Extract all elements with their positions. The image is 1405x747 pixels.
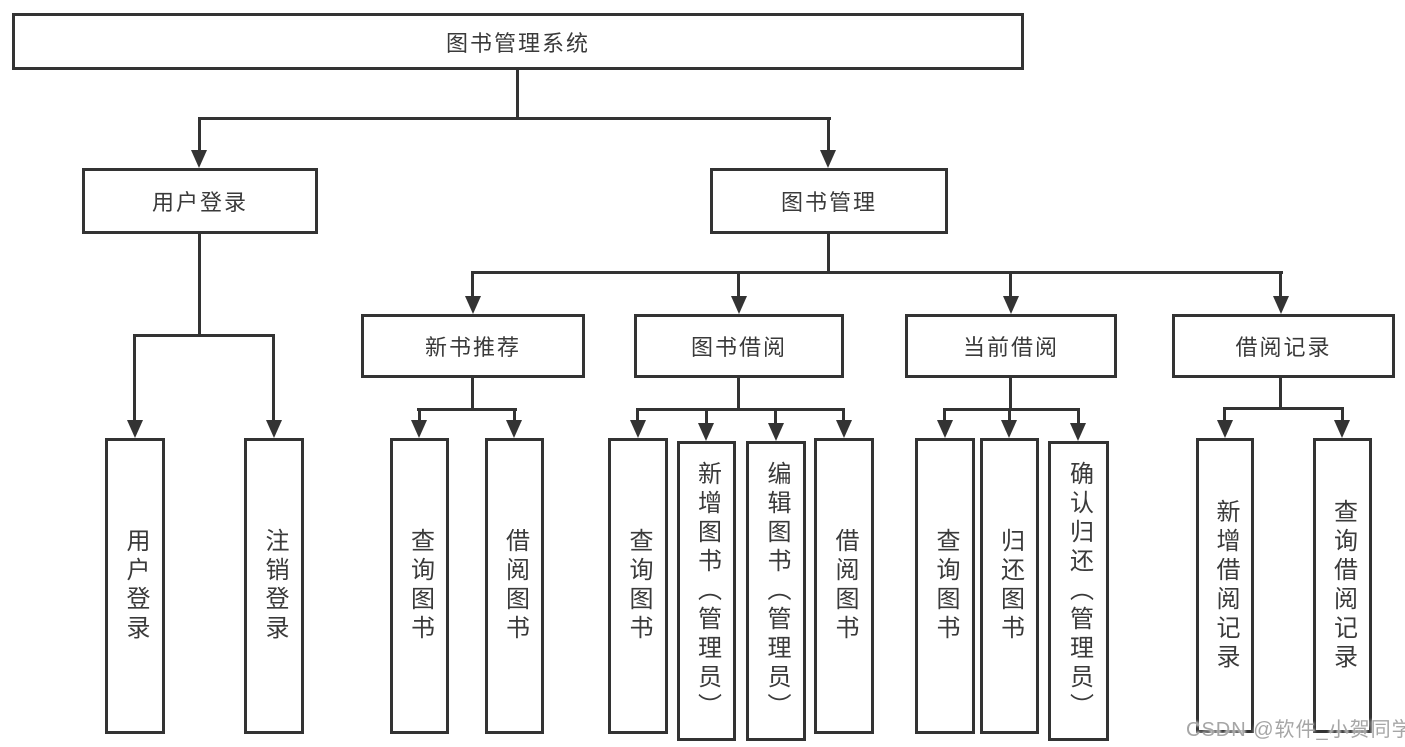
node-label: 图书管理 (780, 190, 877, 215)
node-label: 借阅记录 (1235, 335, 1332, 360)
arrowhead-icon (1003, 296, 1019, 314)
connector-line (737, 377, 740, 410)
node-return-books: 归还图书 (980, 438, 1039, 734)
arrowhead-icon (1001, 420, 1017, 438)
connector-line (1223, 407, 1226, 422)
node-label: 查询图书 (625, 528, 652, 644)
connector-line (636, 408, 639, 422)
node-rec-borrow-books: 借阅图书 (485, 438, 544, 734)
connector-line (705, 408, 708, 425)
connector-line (1009, 377, 1012, 410)
node-label: 用户登录 (151, 190, 248, 215)
node-logout: 注销登录 (244, 438, 304, 734)
csdn-watermark: CSDN @软件_小贺同学 (1186, 719, 1405, 741)
connector-line (272, 334, 275, 420)
node-borrowing-records: 借阅记录 (1172, 314, 1395, 378)
node-label: 新书推荐 (424, 335, 521, 360)
node-add-borrow-record: 新增借阅记录 (1196, 438, 1254, 733)
node-edit-book-admin: 编辑图书（管理员） (746, 441, 806, 741)
arrowhead-icon (411, 420, 427, 438)
node-book-management: 图书管理 (710, 168, 948, 234)
node-label: 注销登录 (261, 528, 288, 644)
connector-line (418, 408, 421, 422)
node-label: 图书管理系统 (445, 30, 590, 56)
arrowhead-icon (768, 423, 784, 441)
node-confirm-return-admin: 确认归还（管理员） (1048, 441, 1109, 741)
connector-line (134, 334, 275, 337)
connector-line (1279, 377, 1282, 409)
node-label: 查询图书 (932, 528, 959, 644)
arrowhead-icon (820, 150, 836, 168)
node-label: 查询图书 (406, 528, 434, 644)
connector-line (737, 271, 740, 298)
connector-line (513, 408, 516, 422)
node-label: 借阅图书 (501, 528, 529, 644)
arrowhead-icon (1070, 423, 1086, 441)
node-label: 图书借阅 (690, 335, 787, 360)
connector-line (471, 271, 474, 298)
arrowhead-icon (698, 423, 714, 441)
connector-line (198, 117, 201, 151)
connector-line (943, 408, 1080, 411)
node-label: 查询借阅记录 (1329, 498, 1357, 673)
connector-line (417, 408, 517, 411)
connector-line (472, 271, 1283, 274)
arrowhead-icon (465, 296, 481, 314)
node-label: 当前借阅 (962, 335, 1059, 360)
node-borrow-borrow-books: 借阅图书 (814, 438, 874, 734)
node-label: 借阅图书 (831, 528, 858, 644)
connector-line (636, 408, 845, 411)
node-query-borrow-record: 查询借阅记录 (1313, 438, 1372, 733)
node-borrow-query-books: 查询图书 (608, 438, 668, 734)
connector-line (827, 117, 830, 151)
connector-line (842, 408, 845, 422)
arrowhead-icon (1217, 420, 1233, 438)
arrowhead-icon (731, 296, 747, 314)
arrowhead-icon (127, 420, 143, 438)
connector-line (133, 334, 136, 420)
arrowhead-icon (630, 420, 646, 438)
connector-line (943, 408, 946, 422)
node-rec-query-books: 查询图书 (390, 438, 449, 734)
connector-line (1008, 408, 1011, 422)
node-label: 编辑图书（管理员） (763, 460, 790, 722)
arrowhead-icon (506, 420, 522, 438)
node-current-borrowing: 当前借阅 (905, 314, 1117, 378)
arrowhead-icon (191, 150, 207, 168)
connector-line (1009, 271, 1012, 298)
connector-line (471, 377, 474, 410)
node-book-borrowing: 图书借阅 (634, 314, 844, 378)
arrowhead-icon (836, 420, 852, 438)
node-label: 新增借阅记录 (1212, 498, 1239, 673)
connector-line (516, 69, 519, 118)
arrowhead-icon (266, 420, 282, 438)
connector-line (827, 233, 830, 273)
node-add-book-admin: 新增图书（管理员） (677, 441, 736, 741)
node-label: 确认归还（管理员） (1065, 460, 1093, 722)
connector-line (1341, 407, 1344, 422)
node-library-management-system: 图书管理系统 (12, 13, 1024, 70)
connector-line (1077, 408, 1080, 425)
node-new-book-recommend: 新书推荐 (361, 314, 585, 378)
arrowhead-icon (937, 420, 953, 438)
connector-line (198, 117, 831, 120)
connector-line (198, 233, 201, 336)
connector-line (774, 408, 777, 425)
connector-line (1279, 271, 1282, 298)
node-label: 归还图书 (996, 528, 1024, 644)
node-user-login-branch: 用户登录 (82, 168, 318, 234)
node-user-login: 用户登录 (105, 438, 165, 734)
node-label: 用户登录 (122, 528, 149, 644)
connector-line (1223, 407, 1344, 410)
node-label: 新增图书（管理员） (693, 460, 721, 722)
arrowhead-icon (1273, 296, 1289, 314)
arrowhead-icon (1334, 420, 1350, 438)
node-current-query-books: 查询图书 (915, 438, 975, 734)
